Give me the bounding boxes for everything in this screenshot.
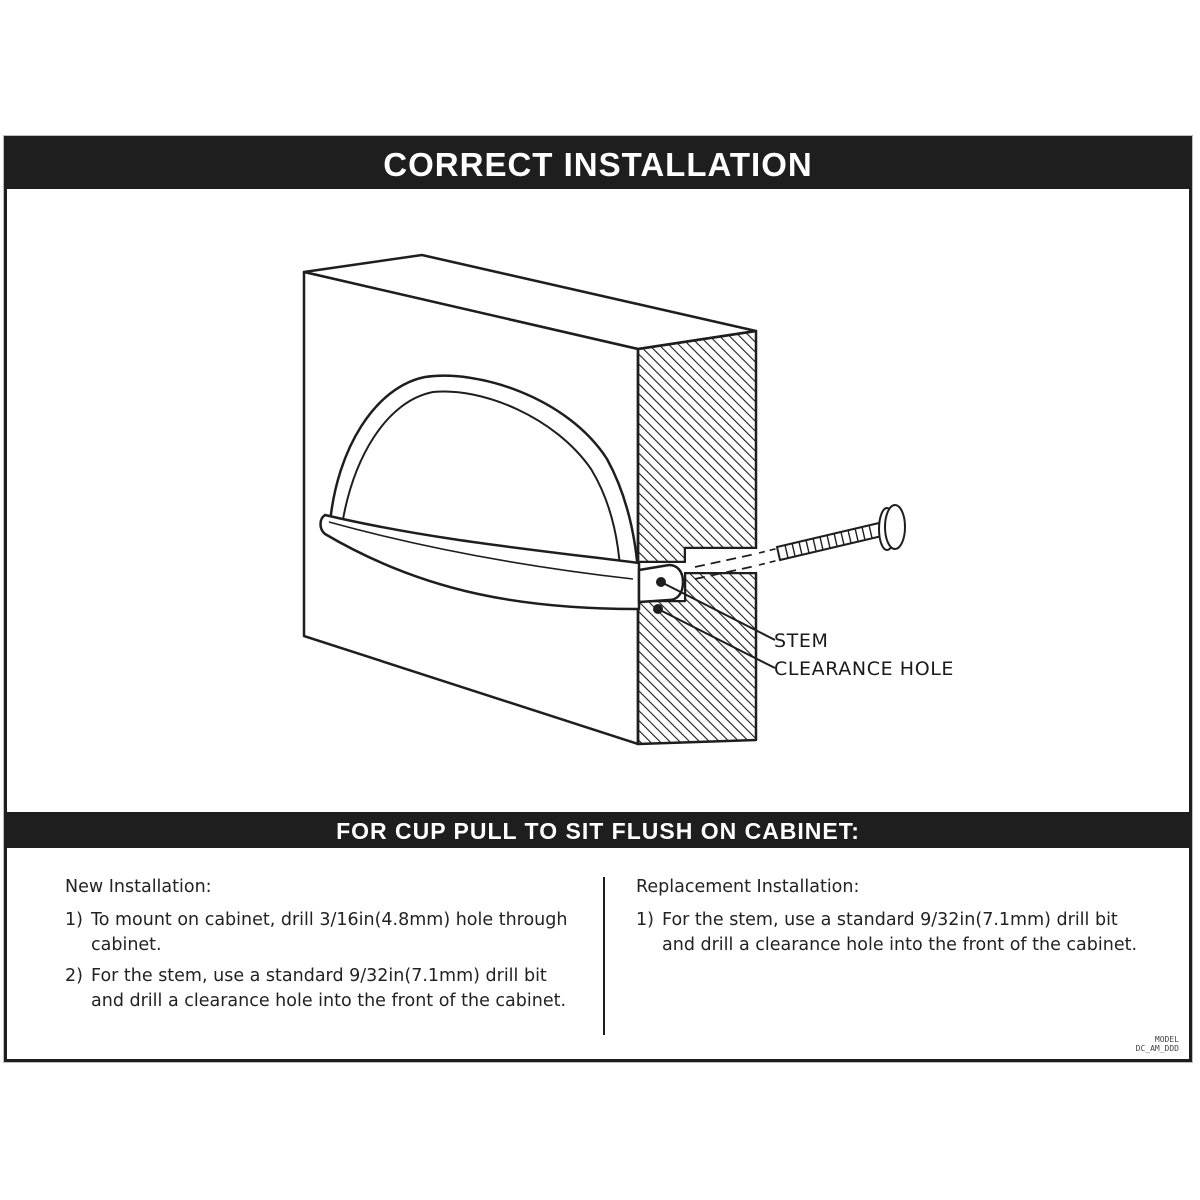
- list-item: 1) For the stem, use a standard 9/32in(7…: [636, 908, 1156, 958]
- subheader-bar: FOR CUP PULL TO SIT FLUSH ON CABINET:: [7, 812, 1189, 848]
- step-text: To mount on cabinet, drill 3/16in(4.8mm)…: [91, 910, 568, 955]
- column-divider: [603, 877, 605, 1035]
- screw-head: [884, 504, 906, 550]
- cabinet-block: [302, 253, 758, 746]
- reference-line-2: DC_AM_DDD: [1135, 1044, 1179, 1053]
- section-title: FOR CUP PULL TO SIT FLUSH ON CABINET:: [336, 818, 860, 844]
- step-number: 1): [636, 910, 654, 930]
- step-text: For the stem, use a standard 9/32in(7.1m…: [662, 910, 1138, 955]
- list-item: 2) For the stem, use a standard 9/32in(7…: [65, 964, 585, 1014]
- screw: [775, 504, 906, 562]
- clearance-hole-label: CLEARANCE HOLE: [774, 658, 955, 680]
- new-installation-heading: New Installation:: [65, 877, 212, 897]
- replacement-installation-heading: Replacement Installation:: [636, 877, 860, 897]
- stem-label: STEM: [774, 630, 829, 652]
- reference-line-1: MODEL: [1154, 1035, 1179, 1044]
- instruction-card: CORRECT INSTALLATION: [4, 136, 1192, 1062]
- installation-diagram: [302, 253, 906, 746]
- new-installation-column: New Installation: 1) To mount on cabinet…: [65, 875, 585, 1020]
- cup-pull-shell-outer: [328, 374, 641, 601]
- callout-leaders: [657, 581, 776, 669]
- list-item: 1) To mount on cabinet, drill 3/16in(4.8…: [65, 908, 585, 958]
- cup-pull-lip: [319, 513, 641, 611]
- cup-pull: [319, 374, 685, 614]
- reference-code: MODEL DC_AM_DDD: [1136, 1035, 1179, 1053]
- header-bar: CORRECT INSTALLATION: [7, 139, 1189, 189]
- screw-shank: [775, 521, 884, 562]
- step-text: For the stem, use a standard 9/32in(7.1m…: [91, 966, 567, 1011]
- cup-pull-shell-inner: [340, 390, 622, 595]
- replacement-installation-column: Replacement Installation: 1) For the ste…: [636, 875, 1156, 964]
- step-number: 2): [65, 966, 83, 986]
- step-number: 1): [65, 910, 83, 930]
- page-title: CORRECT INSTALLATION: [383, 146, 813, 183]
- cabinet-side-face-upper: [636, 329, 758, 564]
